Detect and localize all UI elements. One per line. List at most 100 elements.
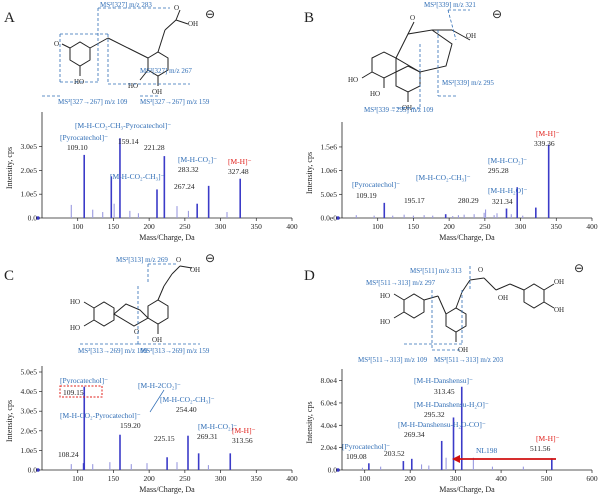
x-tick-label-d-1: 200 [405,474,417,483]
peak-label-c-12: 108.24 [58,450,79,459]
ms-annotation-d-1: MS³[511→313] m/z 297 [366,279,436,287]
structure-a-label-o: O [174,4,179,12]
peak-label-c-3: [M-H-CO₂-CH₃]⁻ [160,395,215,404]
structure-c [83,265,193,334]
ms-annotation-a-3: MS³[327→267] m/z 159 [140,98,210,106]
y-tick-label-a-2: 2.0e5 [21,166,38,175]
structure-c-label-oh2: OH [152,336,162,344]
x-tick-label-a-6: 400 [286,222,298,231]
x-tick-label-c-5: 350 [251,474,263,483]
peak-label-a-3: 109.10 [67,143,88,152]
y-axis-label-a: Intensity, cps [5,147,14,189]
panel-a: A O OH O HO OH HO ⊖ [4,1,298,242]
x-tick-label-d-5: 600 [586,474,598,483]
peak-label-a-10: 327.48 [228,167,249,176]
y-tick-label-b-0: 0.0e0 [321,214,338,223]
x-tick-label-c-2: 200 [144,474,156,483]
y-axis-label-b: Intensity, cps [305,152,314,194]
y-tick-label-c-5: 5.0e5 [21,368,38,377]
peak-label-a-5: [M-H-CO₂]⁻ [178,155,217,164]
x-axis-label-c: Mass/Charge, Da [139,485,195,494]
panel-letter-a: A [4,10,15,26]
structure-b-label-o: O [410,14,415,22]
x-tick-label-c-1: 150 [108,474,120,483]
structure-d-label-ho2: HO [380,318,390,326]
peak-label-d-2: [M-H-Danshensu-H₂O]⁻ [414,400,489,409]
peak-label-c-1: 109.15 [63,388,84,397]
ms-annotation-d-0: MS²[511] m/z 313 [410,267,462,275]
peak-label-b-1: 339.36 [534,139,555,148]
structure-c-label-ho2: HO [70,324,80,332]
peak-label-a-9: [M-H]⁻ [228,157,252,166]
x-tick-label-d-4: 500 [541,474,553,483]
structure-d-label-o: O [478,266,483,274]
peak-label-c-11: 225.15 [154,434,175,443]
highlight-box-109 [59,385,103,398]
panel-c: C O OH HO HO OH O ⊖ MS²[313] m/z 269 MS [4,251,298,494]
structure-c-label-ho: HO [70,298,80,306]
y-tick-label-b-3: 1.5e6 [321,142,338,151]
leader-line-c [149,389,165,413]
structure-b-label-ho: HO [348,76,358,84]
ms-annotation-a-1: MS²[327] m/z 267 [140,67,192,75]
structure-c-label-oh: OH [190,266,200,274]
y-tick-label-a-1: 1.0e5 [21,190,38,199]
ms-annotation-c-1: MS³[313→269] m/z 109 [78,347,148,355]
x-tick-label-c-6: 400 [286,474,298,483]
fragment-lines-b [392,9,470,109]
peak-label-b-4: [Pyrocatechol]⁻ [352,180,400,189]
y-tick-label-a-0: 0.0 [28,214,38,223]
structure-b-label-ho2: HO [370,90,380,98]
structure-c-label-ring-o: O [134,328,139,336]
y-tick-label-d-0: 0.0 [328,466,338,475]
peak-label-b-7: [M-H-H₂O]⁻ [488,186,528,195]
charge-b: ⊖ [492,7,502,21]
y-tick-label-c-0: 0.0 [28,466,38,475]
peak-label-d-4: [M-H-Danshensu-H₂O-CO]⁻ [398,420,486,429]
y-tick-label-d-1: 2.0e4 [321,443,338,452]
y-tick-label-d-3: 6.0e4 [321,398,338,407]
peak-label-d-7: 109.08 [346,452,367,461]
peak-label-d-6: [Pyrocatechol]⁻ [342,442,390,451]
y-tick-label-d-4: 8.0e4 [321,376,338,385]
y-tick-label-c-3: 3.0e5 [21,407,38,416]
x-tick-label-b-5: 350 [551,222,563,231]
peak-label-c-4: 254.40 [176,405,197,414]
ms-annotation-c-2: MS³[313→269] m/z 159 [140,347,210,355]
peak-label-a-8: 267.24 [174,182,195,191]
ms-annotation-a-0: MS²[327] m/z 283 [100,1,152,9]
peak-label-d-9: NL198 [476,446,497,455]
x-tick-label-c-4: 300 [215,474,227,483]
peak-label-b-9: 280.29 [458,196,479,205]
peak-label-b-10: 321.34 [492,197,513,206]
peak-label-d-8: 203.52 [384,449,405,458]
structure-a-label-oh4: HO [128,82,138,90]
structure-d-label-oh3: OH [554,306,564,314]
x-axis-label-b: Mass/Charge, Da [439,233,495,242]
peak-label-b-8: 195.17 [404,196,425,205]
peak-label-d-11: 511.56 [530,444,551,453]
x-tick-label-b-4: 300 [515,222,527,231]
x-tick-label-d-3: 400 [495,474,507,483]
peak-label-a-7: [M-H-CO₂-CH₃]⁻ [110,172,165,181]
x-axis-label-d: Mass/Charge, Da [439,485,495,494]
charge-a: ⊖ [205,7,215,21]
ms-annotation-b-0: MS²[339] m/z 321 [424,1,476,9]
x-tick-label-b-1: 150 [408,222,420,231]
x-tick-label-a-2: 200 [144,222,156,231]
fragment-lines-c [80,263,200,345]
y-tick-label-b-1: 5.0e5 [321,190,338,199]
structure-c-label-o: O [176,256,181,264]
y-axis-label-c: Intensity, cps [5,400,14,442]
peak-label-c-9: [M-H]⁻ [232,426,256,435]
peak-label-b-0: [M-H]⁻ [536,129,560,138]
panel-letter-d: D [304,268,315,284]
peak-label-d-3: 295.32 [424,410,445,419]
charge-c: ⊖ [205,251,215,265]
panel-b: B O OH HO HO OH ⊖ MS²[339] m/z 321 MS²[3… [304,1,598,242]
